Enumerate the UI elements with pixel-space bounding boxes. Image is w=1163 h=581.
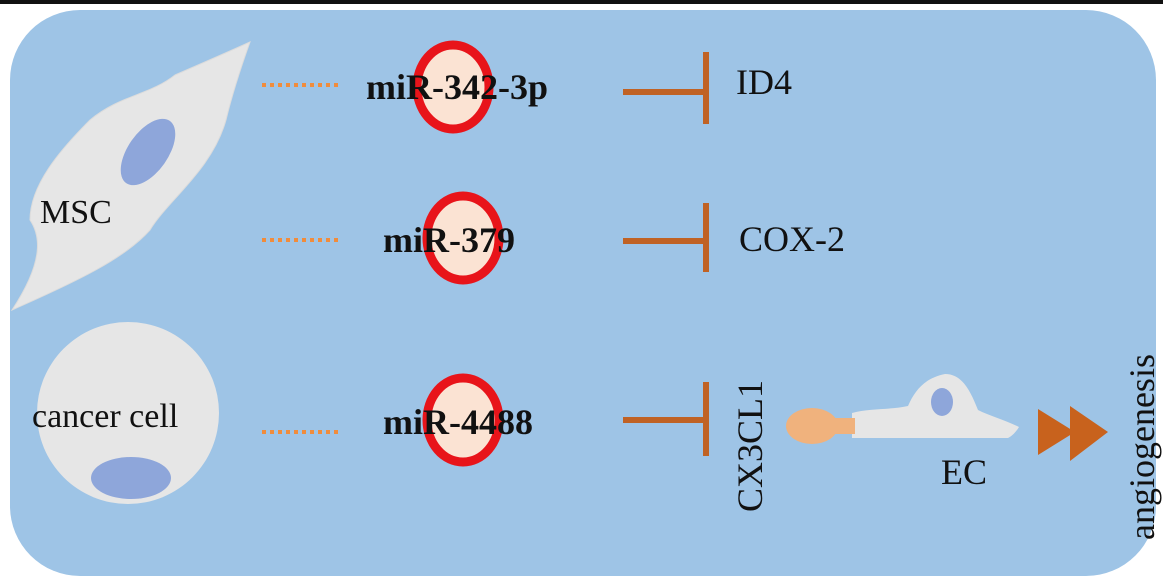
top-border — [0, 0, 1163, 4]
mirna-label-2: miR-379 — [383, 220, 515, 260]
cancer-cell-label: cancer cell — [32, 398, 179, 435]
endothelial-cell-icon — [786, 374, 1019, 444]
mirna-circles — [412, 40, 504, 467]
target-label-3: CX3CL1 — [730, 379, 770, 512]
msc-label: MSC — [40, 194, 112, 231]
dotted-arrows — [262, 83, 338, 434]
ligand-stem — [835, 418, 855, 434]
target-label-2: COX-2 — [739, 219, 845, 259]
ligand-head — [786, 408, 838, 444]
outcome-label: angiogenesis — [1122, 354, 1162, 540]
msc-cell-icon — [10, 41, 251, 312]
mirna-label-1: miR-342-3p — [366, 67, 548, 107]
cancer-cell-icon — [37, 322, 219, 504]
double-arrow-icon — [1038, 406, 1108, 461]
inhibition-symbol-icon — [623, 203, 709, 272]
inhibition-symbol-icon — [623, 52, 709, 124]
mirna-circle-icon — [412, 40, 494, 134]
mirna-label-3: miR-4488 — [383, 402, 533, 442]
inhibition-symbol-icon — [623, 382, 709, 456]
inhibition-symbols — [623, 52, 709, 456]
mirna-circle-icon — [422, 373, 504, 467]
mirna-circle-icon — [422, 191, 504, 285]
target-label-1: ID4 — [736, 62, 792, 102]
ec-label: EC — [941, 452, 988, 492]
